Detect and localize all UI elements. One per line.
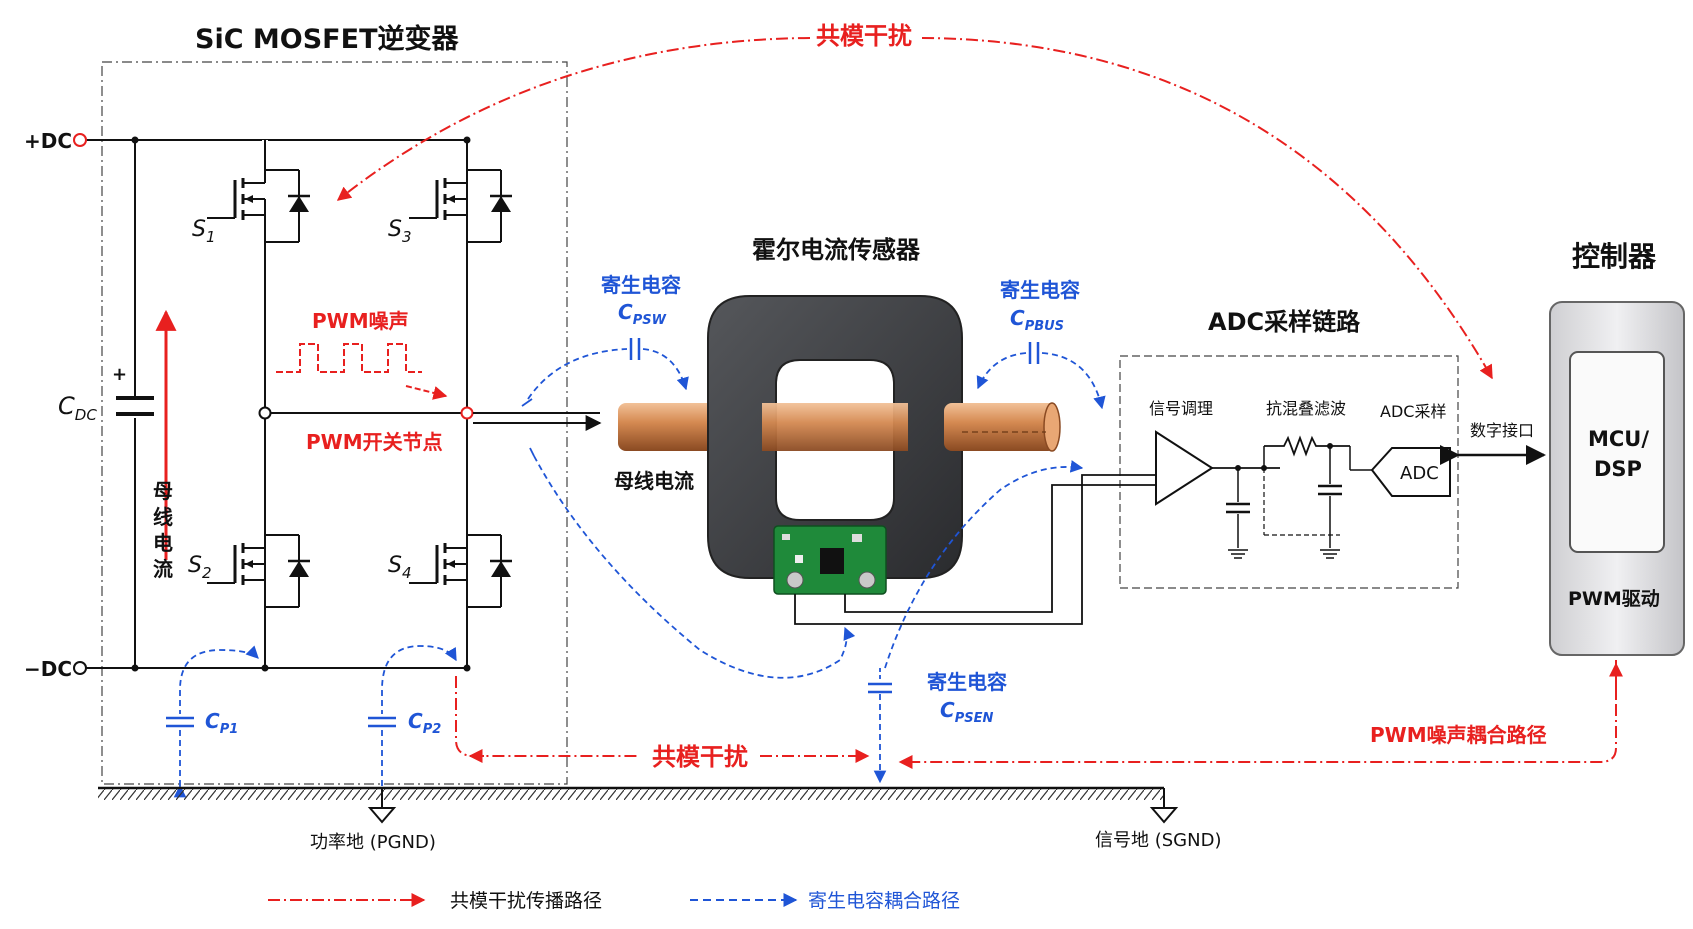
mosfet-s4 xyxy=(409,534,512,608)
busbar-center xyxy=(762,403,908,451)
cdc-label: CDC xyxy=(58,392,97,424)
sgnd-symbol xyxy=(1149,807,1179,824)
bus-current-char: 线 xyxy=(153,505,173,529)
opamp xyxy=(1155,430,1214,506)
adc-chain: ADC采样链路 信号调理 抗混叠滤波 ADC采样 xyxy=(1110,308,1459,589)
anti-alias-label: 抗混叠滤波 xyxy=(1266,399,1346,418)
inverter-title: SiC MOSFET逆变器 xyxy=(195,23,459,55)
pwm-waveform xyxy=(276,343,422,373)
cpsw-title: 寄生电容 xyxy=(601,273,681,297)
busbar-right xyxy=(944,403,1056,451)
mcu-label-line2: DSP xyxy=(1594,457,1642,481)
legend-red-label: 共模干扰传播路径 xyxy=(450,890,602,912)
ground-plane: 功率地 (PGND) 信号地 (SGND) xyxy=(98,786,1221,853)
pwm-noise-label: PWM噪声 xyxy=(312,309,409,333)
cpsen-title: 寄生电容 xyxy=(927,670,1007,694)
cpsen-label: CPSEN xyxy=(940,698,993,726)
pwm-node-label: PWM开关节点 xyxy=(306,430,443,454)
cp2-label: CP2 xyxy=(408,709,441,737)
common-mode-bottom-label: 共模干扰 xyxy=(652,743,748,771)
blue-coupling-node-sensor xyxy=(533,455,856,679)
bus-current-char: 电 xyxy=(153,531,173,555)
sensor-title: 霍尔电流传感器 xyxy=(752,236,921,264)
common-mode-top-label: 共模干扰 xyxy=(816,22,912,50)
cpsen-group: 寄生电容 CPSEN xyxy=(868,668,1007,784)
cp2-group: CP2 xyxy=(368,645,457,786)
controller: 控制器 MCU/ DSP PWM驱动 xyxy=(1549,240,1685,656)
bus-current-char: 流 xyxy=(153,557,173,581)
cpsw-group: 寄生电容 CPSW xyxy=(521,273,689,407)
bus-current-label: 母线电流 xyxy=(614,469,694,493)
s1-label: S1 xyxy=(192,217,216,246)
adc-chain-boundary xyxy=(1119,355,1459,589)
mcu-box xyxy=(1569,351,1665,553)
sgnd-label: 信号地 (SGND) xyxy=(1095,830,1221,851)
blue-coupling-psen-adc xyxy=(884,460,1084,669)
digital-interface-label: 数字接口 xyxy=(1470,421,1534,440)
red-cm-path-right xyxy=(921,37,1493,380)
hall-core xyxy=(707,295,963,579)
neg-dc-label: −DC xyxy=(24,657,72,681)
cpbus-title: 寄生电容 xyxy=(1000,278,1080,302)
legend: 共模干扰传播路径 寄生电容耦合路径 xyxy=(268,890,960,912)
mosfet-s2 xyxy=(207,534,310,608)
busbar-left xyxy=(618,403,716,451)
signal-cond-label: 信号调理 xyxy=(1149,399,1213,418)
adc-label: ADC xyxy=(1400,463,1439,484)
s2-label: S2 xyxy=(188,553,212,582)
left-mid-node xyxy=(258,406,272,420)
pos-dc-label: +DC xyxy=(24,129,72,153)
cpbus-group: 寄生电容 CPBUS xyxy=(976,278,1106,410)
cpbus-label: CPBUS xyxy=(1010,306,1064,334)
mcu-label-line1: MCU/ xyxy=(1588,427,1649,451)
pgnd-label: 功率地 (PGND) xyxy=(310,832,436,853)
mosfet-s3 xyxy=(409,169,512,243)
adc-block xyxy=(1370,447,1451,497)
cp1-label: CP1 xyxy=(205,709,238,737)
cp1-group: CP1 xyxy=(166,645,259,798)
pos-dc-terminal xyxy=(73,133,87,147)
s3-label: S3 xyxy=(388,217,412,246)
s4-label: S4 xyxy=(388,553,412,582)
inverter-section: SiC MOSFET逆变器 +DC −DC + CDC 母 线 电 流 xyxy=(24,23,568,785)
resistor xyxy=(1264,435,1350,457)
adc-sample-label: ADC采样 xyxy=(1380,402,1446,421)
bus-current-char: 母 xyxy=(153,479,173,503)
hall-sensor: 霍尔电流传感器 母线电流 xyxy=(614,236,1110,625)
controller-title: 控制器 xyxy=(1572,240,1657,273)
pwm-drive-label: PWM驱动 xyxy=(1568,588,1660,610)
pgnd-symbol xyxy=(367,807,397,824)
pwm-coupling-label: PWM噪声耦合路径 xyxy=(1370,723,1547,747)
red-cm-bottom-path xyxy=(455,676,640,757)
cpsw-label: CPSW xyxy=(618,300,667,328)
mosfet-s1 xyxy=(207,140,310,260)
red-pwm-coupling-path xyxy=(898,660,1617,769)
neg-dc-terminal xyxy=(73,661,87,675)
red-cm-path-left xyxy=(336,37,811,201)
adc-chain-title: ADC采样链路 xyxy=(1208,308,1361,336)
pwm-switch-node xyxy=(460,406,474,420)
legend-blue-label: 寄生电容耦合路径 xyxy=(808,890,960,912)
cdc-plus: + xyxy=(112,364,127,385)
